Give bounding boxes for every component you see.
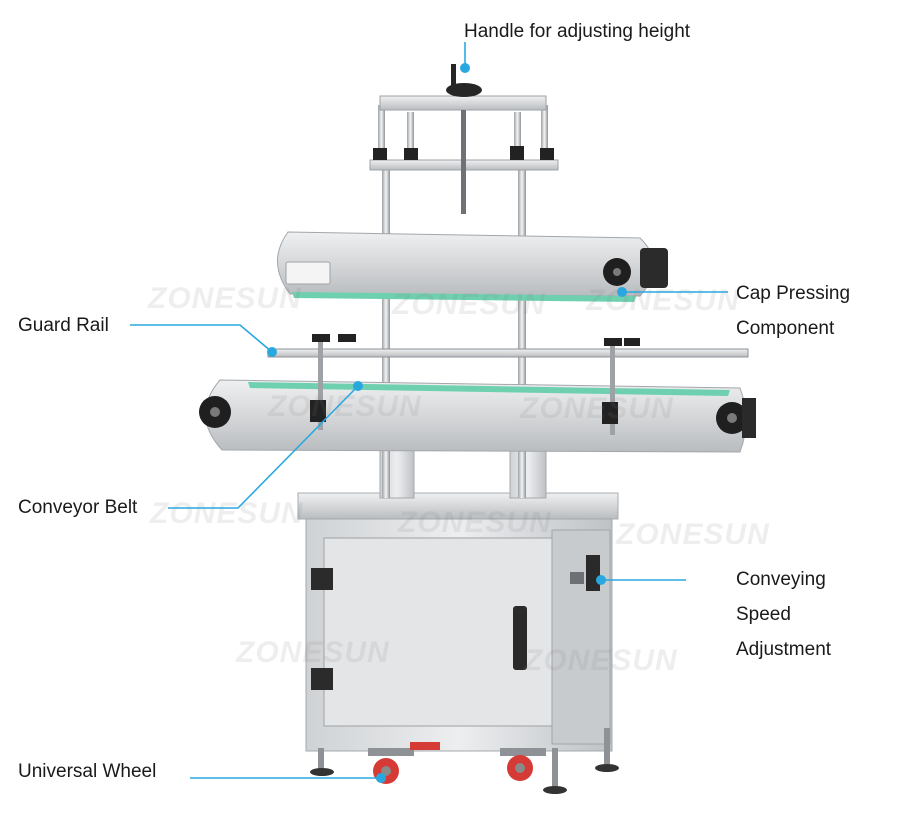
door-hinge-bottom bbox=[311, 668, 333, 690]
guard-rail-callout-label: Guard Rail bbox=[18, 315, 109, 336]
watermark: ZONESUN bbox=[268, 390, 422, 423]
watermark: ZONESUN bbox=[392, 288, 546, 321]
door-hinge-top bbox=[311, 568, 333, 590]
guard-rail-leader-line bbox=[130, 324, 273, 353]
watermark: ZONESUN bbox=[524, 644, 678, 677]
casters bbox=[310, 728, 619, 794]
conveyor-motor bbox=[742, 398, 756, 438]
speed-callout-label-line1: Conveying bbox=[736, 569, 826, 590]
watermark: ZONESUN bbox=[616, 518, 770, 551]
pressing-motor bbox=[640, 248, 668, 288]
conveyor-belt-leader-line bbox=[168, 385, 359, 509]
handle-callout-dot bbox=[460, 63, 470, 73]
watermark: ZONESUN bbox=[148, 282, 302, 315]
watermark: ZONESUN bbox=[150, 497, 304, 530]
conveyor-belt-surface bbox=[248, 382, 730, 396]
cap-pressing-callout-label-line2: Component bbox=[736, 318, 835, 339]
cap-pressing-callout-dot bbox=[617, 287, 627, 297]
watermark: ZONESUN bbox=[586, 284, 740, 317]
guard-rail bbox=[267, 334, 749, 435]
wheel-callout-dot bbox=[376, 773, 386, 783]
speed-callout-label-line3: Adjustment bbox=[736, 639, 832, 660]
watermark: ZONESUN bbox=[398, 506, 552, 539]
cabinet bbox=[297, 492, 619, 752]
support-posts bbox=[378, 105, 548, 499]
conveyor-belt-callout-dot bbox=[353, 381, 363, 391]
watermark: ZONESUN bbox=[236, 636, 390, 669]
speed-callout-dot bbox=[596, 575, 606, 585]
cap-pressing-callout-label-line1: Cap Pressing bbox=[736, 283, 851, 304]
lead-screw bbox=[461, 110, 466, 214]
watermark: ZONESUN bbox=[520, 392, 674, 425]
conveyor-belt-callout-label: Conveyor Belt bbox=[18, 497, 138, 518]
door-handle bbox=[513, 606, 527, 670]
wheel-callout-label: Universal Wheel bbox=[18, 761, 157, 782]
speed-callout-label-line2: Speed bbox=[736, 604, 791, 625]
handle-callout-label: Handle for adjusting height bbox=[464, 21, 691, 42]
cap-pressing-unit bbox=[277, 231, 668, 302]
height-adjust-frame bbox=[369, 64, 559, 214]
pressing-belt-surface bbox=[292, 292, 636, 302]
guard-rail-callout-dot bbox=[267, 347, 277, 357]
